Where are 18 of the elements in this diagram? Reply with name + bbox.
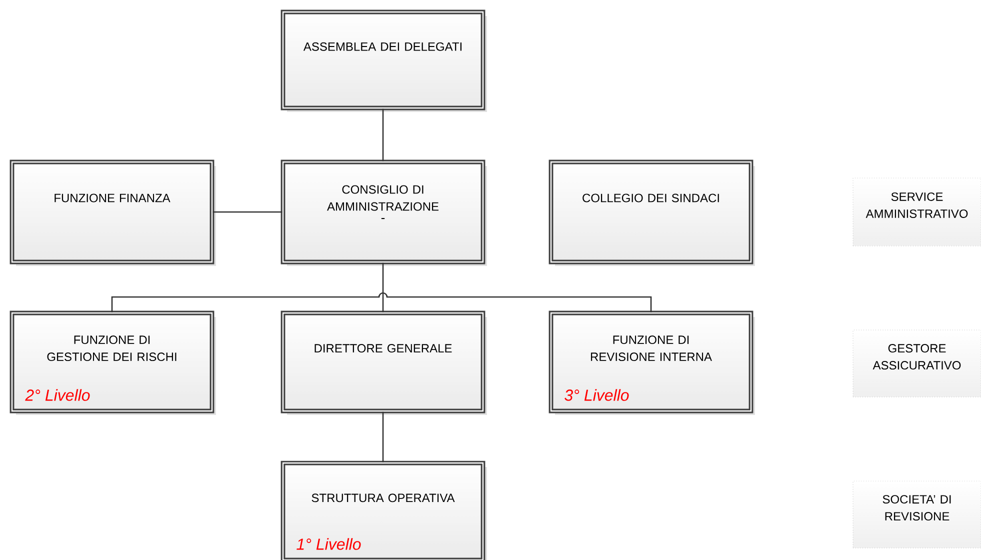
org-box: FUNZIONE FINANZA	[10, 160, 216, 266]
org-box: DIRETTORE GENERALE	[280, 310, 487, 415]
org-box: STRUTTURA OPERATIVA 1° Livello	[280, 460, 487, 560]
level-label: 1° Livello	[296, 538, 361, 550]
org-box: FUNZIONE DI GESTIONE DEI RISCHI 2° Livello	[10, 310, 216, 415]
level-label: 3° Livello	[564, 389, 629, 401]
dotted-box: SOCIETA’ DI REVISIONE	[852, 480, 981, 548]
org-box: FUNZIONE DI REVISIONE INTERNA 3° Livello	[548, 310, 755, 415]
org-box: ASSEMBLEA DEI DELEGATI	[280, 10, 487, 112]
dotted-box: GESTORE ASSICURATIVO	[852, 330, 981, 398]
org-box: CONSIGLIO DI AMMINISTRAZIONE -	[280, 160, 487, 266]
connector-line	[212, 211, 282, 213]
connector-line	[382, 412, 384, 462]
connector-line	[382, 108, 384, 162]
org-box: COLLEGIO DEI SINDACI	[548, 160, 755, 266]
dotted-box: SERVICE AMMINISTRATIVO	[852, 178, 981, 246]
level-label: 2° Livello	[25, 389, 90, 401]
connector-line	[382, 262, 384, 312]
